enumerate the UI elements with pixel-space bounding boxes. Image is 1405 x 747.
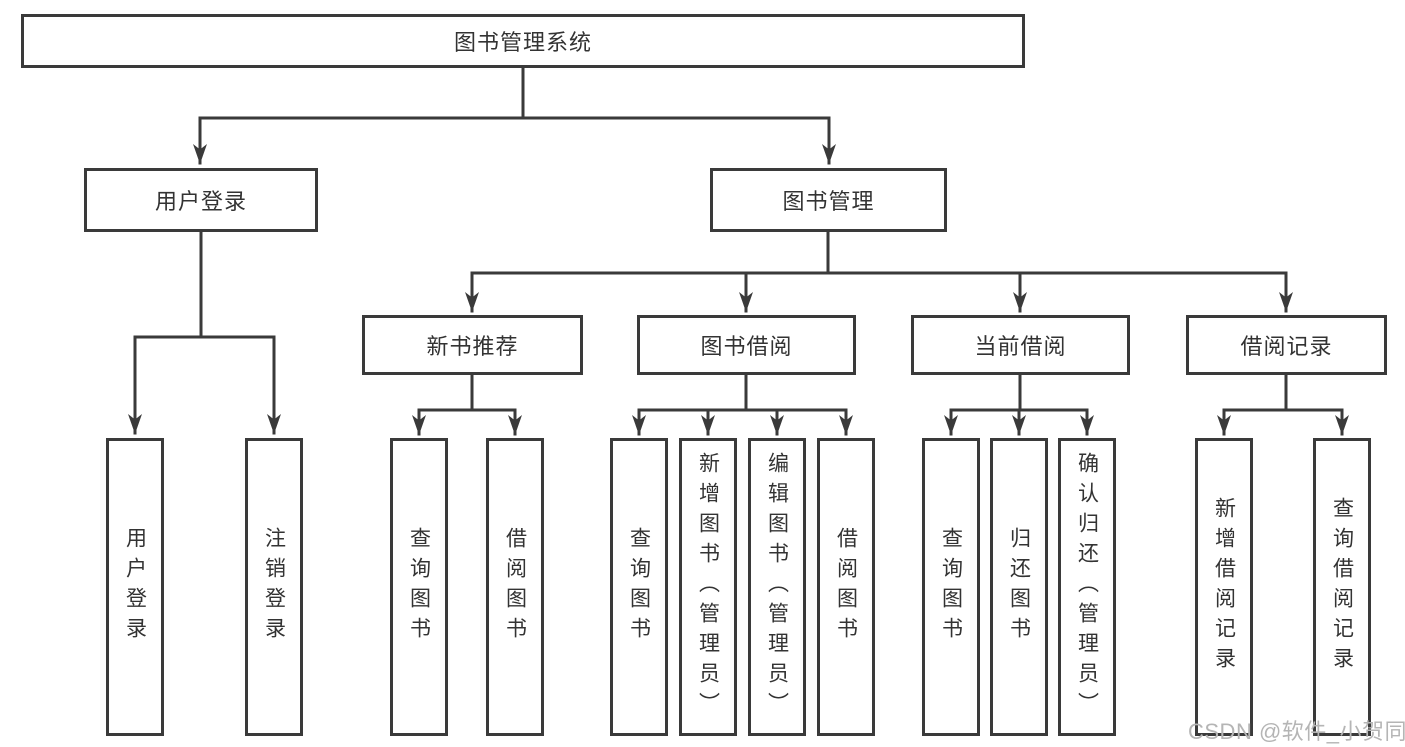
node-book-borrow: 图书借阅 — [637, 315, 856, 375]
node-current-borrow: 当前借阅 — [911, 315, 1130, 375]
csdn-watermark: CSDN @软件_小贺同学 — [1188, 719, 1405, 744]
leaf-records-query-record: 查询借阅记录 — [1313, 438, 1371, 736]
leaf-records-add-record: 新增借阅记录 — [1195, 438, 1253, 736]
node-root: 图书管理系统 — [21, 14, 1025, 68]
node-user-login: 用户登录 — [84, 168, 318, 232]
leaf-current-query-book: 查询图书 — [922, 438, 980, 736]
leaf-borrow-query-book: 查询图书 — [610, 438, 668, 736]
leaf-borrow-edit-book-admin: 编辑图书（管理员） — [748, 438, 806, 736]
leaf-logout: 注销登录 — [245, 438, 303, 736]
node-book-management: 图书管理 — [710, 168, 947, 232]
leaf-recommend-query-book: 查询图书 — [390, 438, 448, 736]
node-new-book-recommend: 新书推荐 — [362, 315, 583, 375]
leaf-current-return-book: 归还图书 — [990, 438, 1048, 736]
leaf-user-login: 用户登录 — [106, 438, 164, 736]
leaf-current-confirm-return-admin: 确认归还（管理员） — [1058, 438, 1116, 736]
node-borrow-records: 借阅记录 — [1186, 315, 1387, 375]
leaf-recommend-borrow-book: 借阅图书 — [486, 438, 544, 736]
leaf-borrow-add-book-admin: 新增图书（管理员） — [679, 438, 737, 736]
leaf-borrow-borrow-book: 借阅图书 — [817, 438, 875, 736]
